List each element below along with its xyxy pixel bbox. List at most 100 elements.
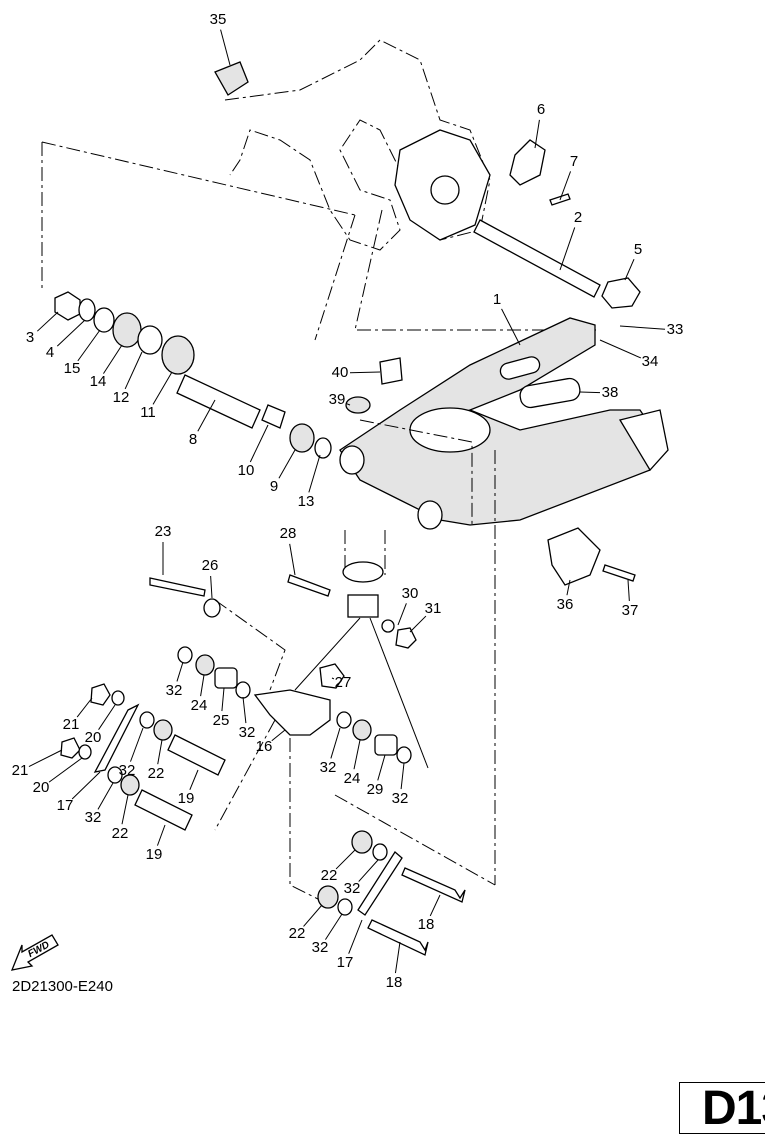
leader-line [579,391,601,394]
leader-line [278,449,296,479]
leader-line [397,603,407,626]
page-id: D13 [702,1082,765,1134]
leader-line [559,227,576,271]
leader-line [400,762,405,790]
leader-line [103,344,123,374]
drawing-code: 2D21300-E240 [12,978,113,995]
leader-line [28,749,63,767]
callout-label: 24 [344,770,361,787]
callout-label: 32 [344,880,361,897]
leader-line [377,754,386,781]
callout-label: 24 [191,697,208,714]
frame-phantom [41,39,600,341]
leader-line [501,308,521,346]
pivot-bearing-stack [54,291,332,459]
fwd-label: FWD [26,940,51,960]
leader-line [429,894,441,917]
leader-line [409,615,427,633]
callout-label: 5 [634,241,642,258]
callout-label: 20 [33,779,50,796]
callout-label: 8 [189,431,197,448]
callout-label: 34 [642,353,659,370]
callout-label: 19 [146,846,163,863]
callout-label: 17 [337,954,354,971]
callout-label: 32 [239,724,256,741]
callout-label: 40 [332,364,349,381]
leader-line [156,824,166,846]
part-37-bolt [602,564,636,582]
callout-label: 10 [238,462,255,479]
callout-label: 27 [335,674,352,691]
leader-line [325,913,343,940]
leader-line [331,677,335,680]
leader-line [97,782,114,810]
callout-label: 33 [667,321,684,338]
leader-line [36,311,59,332]
part-38-pad [519,377,581,409]
callout-label: 12 [113,389,130,406]
leader-line [71,771,101,800]
callout-label: 3 [26,329,34,346]
leader-line [197,399,216,432]
callout-label: 28 [280,525,297,542]
callout-label: 30 [402,585,419,602]
leader-line [176,661,184,682]
callout-label: 37 [622,602,639,619]
leader-line [152,371,173,405]
callout-label: 32 [320,759,337,776]
leader-line [98,704,116,730]
leader-line [335,849,356,870]
part-1-swingarm [339,317,669,885]
part-6-bracket [509,139,546,186]
callout-label: 18 [418,916,435,933]
callout-label: 18 [386,974,403,991]
leader-line [353,739,361,770]
callout-label: 38 [602,384,619,401]
leader-line [210,575,213,599]
callout-label: 14 [90,373,107,390]
callout-label: 22 [321,867,338,884]
leader-line [249,424,269,463]
callout-label: 23 [155,523,172,540]
leader-line [330,727,341,759]
leader-line [394,941,401,974]
leader-line [308,454,321,493]
leader-line [349,371,381,374]
callout-label: 32 [85,809,102,826]
callout-label: 2 [574,209,582,226]
callout-label: 29 [367,781,384,798]
leader-line [599,339,642,359]
callout-label: 20 [85,729,102,746]
leader-line [619,325,666,330]
leader-line [348,919,363,954]
callout-label: 39 [329,391,346,408]
callout-label: 22 [148,765,165,782]
part-40-label [379,357,403,385]
callout-label: 32 [312,939,329,956]
callout-label: 1 [493,291,501,308]
callout-label: 36 [557,596,574,613]
shock-absorber-link [149,530,429,769]
callout-label: 7 [570,153,578,170]
callout-label: 21 [12,762,29,779]
leader-line [559,171,572,201]
callout-label: 22 [289,925,306,942]
callout-label: 31 [425,600,442,617]
part-35-cap [214,61,249,96]
leader-line [566,579,571,596]
callout-label: 32 [392,790,409,807]
leader-line [76,697,93,718]
fwd-arrow-icon: FWD [10,934,59,971]
leader-line [124,351,143,390]
callout-label: 35 [210,11,227,28]
callout-label: 32 [119,762,136,779]
callout-label: 19 [178,790,195,807]
callout-label: 32 [166,682,183,699]
callout-label: 26 [202,557,219,574]
page-id-box: D13 [679,1082,765,1134]
leader-line [220,29,231,66]
leader-line [627,579,630,602]
leader-lines [28,29,666,974]
